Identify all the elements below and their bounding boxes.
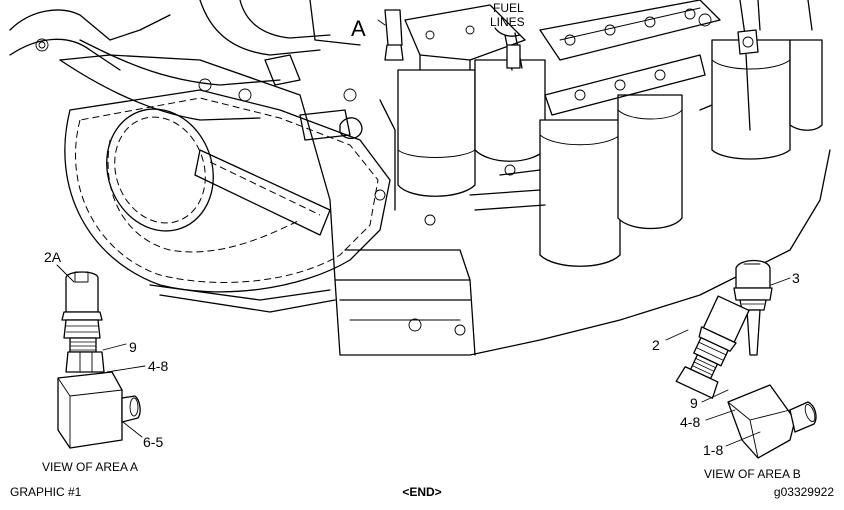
fuel-filters <box>397 39 823 267</box>
callout-3: 3 <box>792 270 800 286</box>
callout-a: A <box>351 16 366 41</box>
callout-1-8: 1-8 <box>703 442 723 458</box>
engine-illustration <box>9 0 831 356</box>
callout-fuel-lines-1: FUEL <box>493 1 524 15</box>
callout-fuel-lines-2: LINES <box>490 15 525 29</box>
callout-9-right: 9 <box>690 395 698 411</box>
caption-view-b: VIEW OF AREA B <box>704 467 801 481</box>
caption-view-a: VIEW OF AREA A <box>42 460 138 474</box>
callout-4-8-left: 4-8 <box>148 358 168 374</box>
callout-2a: 2A <box>44 249 62 265</box>
view-a-sensor <box>56 264 146 449</box>
callout-2: 2 <box>652 337 660 353</box>
graphic-label: GRAPHIC #1 <box>10 485 82 499</box>
callout-9-left: 9 <box>129 339 137 355</box>
figure-id: g03329922 <box>773 485 834 499</box>
callout-4-8-right: 4-8 <box>680 414 700 430</box>
callout-6-5: 6-5 <box>143 434 163 450</box>
end-marker: <END> <box>402 485 442 499</box>
view-b-sensor <box>665 259 817 459</box>
